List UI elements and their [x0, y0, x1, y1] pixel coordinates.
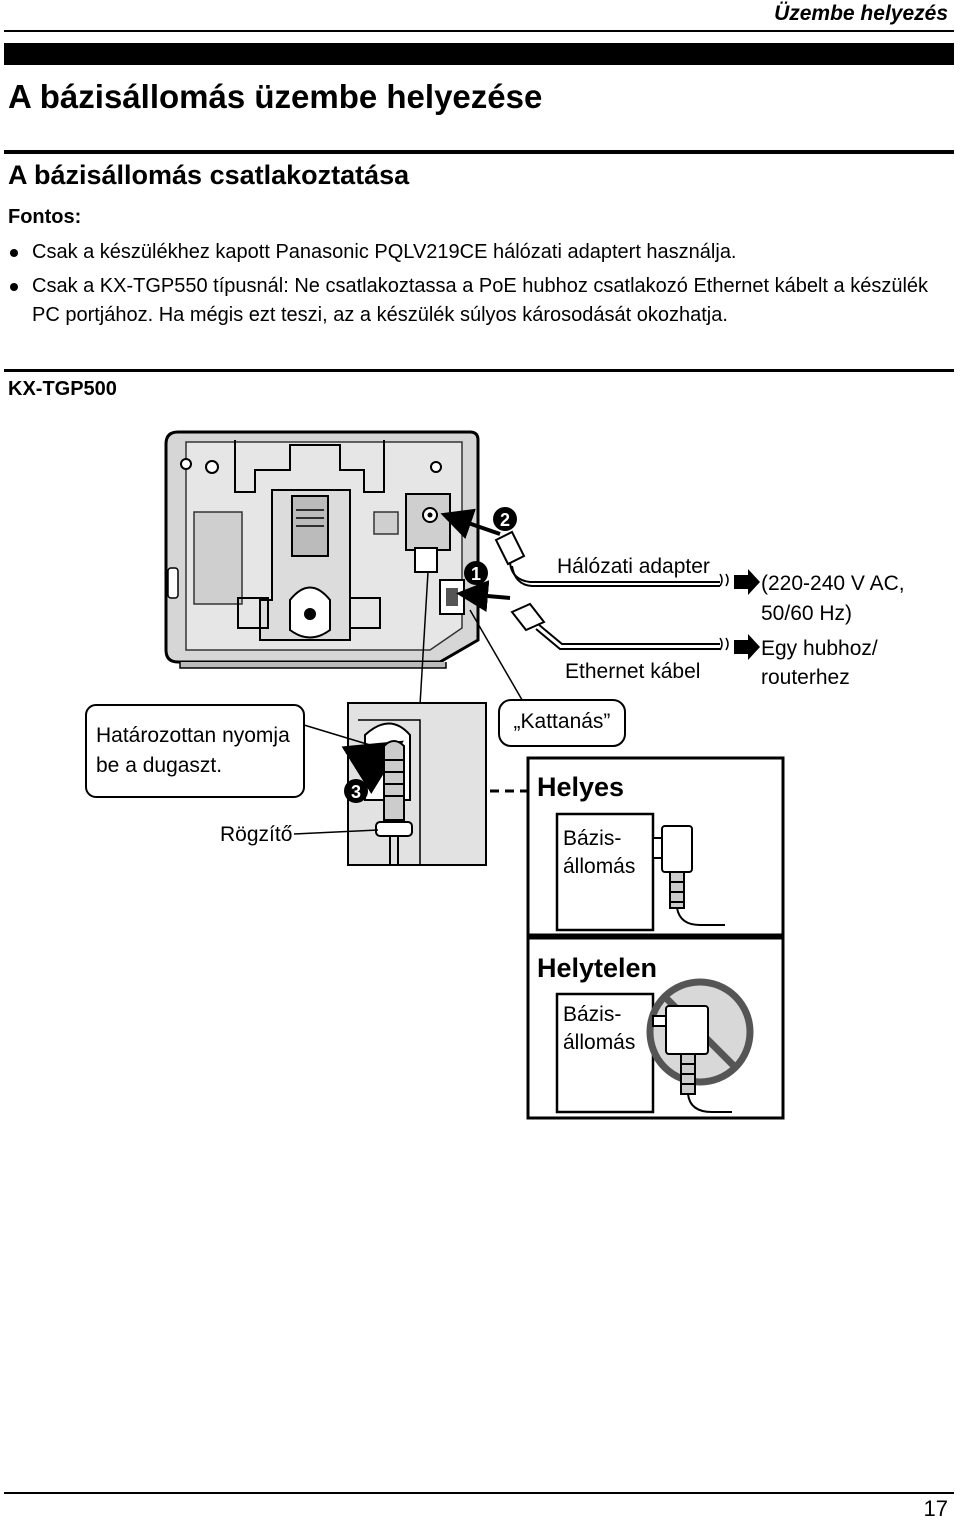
- list-item-text: Csak a készülékhez kapott Panasonic PQLV…: [32, 241, 737, 263]
- model-label: KX-TGP500: [8, 378, 117, 400]
- push-label-line2: be a dugaszt.: [96, 754, 222, 777]
- header-rule: [4, 30, 954, 32]
- ac-adapter-plug-icon: [494, 530, 720, 587]
- svg-text:2: 2: [500, 510, 510, 530]
- push-callout: [85, 704, 305, 798]
- header-bar: [4, 43, 954, 65]
- cable-break-icon: [719, 637, 729, 651]
- section-title: A bázisállomás csatlakoztatása: [8, 160, 410, 190]
- section-rule: [4, 369, 954, 372]
- adapter-label: Hálózati adapter: [557, 555, 710, 578]
- base-label-line1: Bázis-: [563, 1003, 621, 1026]
- base-label-line2: állomás: [563, 855, 635, 878]
- step-1-marker: 1: [464, 561, 488, 585]
- arrow-icon: [440, 508, 501, 539]
- arrow-icon: [456, 580, 511, 613]
- bullet-icon: [10, 249, 18, 257]
- ethernet-plug-icon: [510, 602, 720, 650]
- arrow-right-icon: [734, 569, 760, 595]
- base-label-line1: Bázis-: [563, 827, 621, 850]
- base-station-illustration: [164, 430, 480, 669]
- footer-rule: [4, 1492, 954, 1494]
- fastener-hook: [375, 821, 413, 837]
- bullet-icon: [10, 283, 18, 291]
- svg-text:3: 3: [351, 782, 361, 802]
- incorrect-title: Helytelen: [537, 953, 657, 983]
- ethernet-label: Ethernet kábel: [565, 660, 700, 683]
- svg-text:1: 1: [471, 564, 481, 584]
- important-list: Csak a készülékhez kapott Panasonic PQLV…: [8, 238, 948, 335]
- list-item: Csak a készülékhez kapott Panasonic PQLV…: [8, 238, 948, 267]
- click-label: „Kattanás”: [514, 710, 611, 733]
- running-header: Üzembe helyezés: [774, 2, 948, 25]
- power-spec-line1: (220-240 V AC,: [761, 572, 905, 595]
- incorrect-panel: Helytelen Bázis- állomás: [526, 936, 785, 1120]
- page-title: A bázisállomás üzembe helyezése: [8, 78, 543, 115]
- step-2-marker: 2: [493, 507, 517, 531]
- page-number: 17: [923, 1496, 948, 1521]
- ac-adapter-icon: [652, 825, 725, 926]
- hub-label-line2: routerhez: [761, 666, 850, 689]
- list-item: Csak a KX-TGP550 típusnál: Ne csatlakozt…: [8, 272, 948, 330]
- correct-panel: Helyes Bázis- állomás: [526, 756, 785, 937]
- closeup-panel: [341, 702, 487, 866]
- title-rule: [4, 150, 954, 154]
- fastener-label: Rögzítő: [220, 823, 292, 846]
- push-label-line1: Határozottan nyomja: [96, 724, 290, 747]
- step-3-marker: 3: [344, 779, 368, 803]
- ac-adapter-icon: [652, 1005, 732, 1113]
- base-station-box: [555, 812, 655, 932]
- important-label: Fontos:: [8, 206, 82, 228]
- list-item-text: Csak a KX-TGP550 típusnál: Ne csatlakozt…: [32, 275, 929, 326]
- click-callout: [498, 699, 626, 747]
- base-station-box: [555, 992, 655, 1114]
- hub-label-line1: Egy hubhoz/: [761, 637, 878, 660]
- base-label-line2: állomás: [563, 1031, 635, 1054]
- cable-break-icon: [719, 573, 729, 587]
- power-spec-line2: 50/60 Hz): [761, 602, 852, 625]
- arrow-right-icon: [734, 634, 760, 660]
- correct-title: Helyes: [537, 772, 624, 802]
